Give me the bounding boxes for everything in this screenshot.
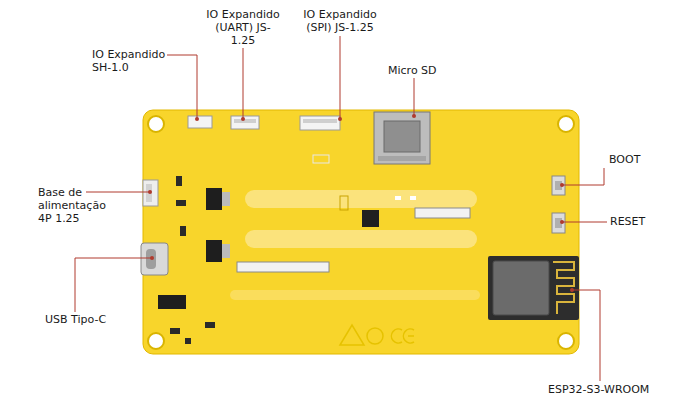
module-shield (493, 261, 549, 315)
sh-connector (188, 116, 212, 128)
leader-line (75, 258, 152, 312)
connector-label: Base de alimentação 4P 1.25 (38, 186, 108, 225)
boot-button (552, 176, 565, 195)
board-band (230, 290, 480, 300)
leader-line (562, 222, 607, 223)
regulator-tab (222, 244, 230, 258)
usb-c-port (141, 243, 168, 275)
leader-line (414, 78, 415, 116)
leader-dot (150, 256, 154, 260)
silkscreen-symbol (367, 328, 383, 344)
silkscreen-symbol (391, 329, 414, 343)
smd-part (185, 338, 191, 344)
connector-pins (234, 119, 256, 123)
leader-dot (241, 117, 245, 121)
board-band (245, 190, 477, 208)
smd-part (180, 226, 186, 236)
smd-part (410, 196, 416, 200)
reset-button (552, 213, 565, 233)
leader-lines (75, 36, 607, 381)
leader-dots (148, 114, 574, 292)
leader-line (243, 48, 244, 119)
connector-pins (146, 184, 152, 202)
fpc-connector (415, 208, 470, 218)
leader-line (86, 192, 150, 193)
pcb-board (143, 110, 579, 354)
mounting-hole (558, 333, 574, 349)
sd-slot-inner (384, 121, 420, 152)
uart-connector (231, 116, 259, 129)
leader-line (167, 55, 197, 119)
connector-label: IO Expandido (SPI) JS-1.25 (300, 8, 380, 34)
leader-line (562, 168, 604, 185)
fpc-connector (237, 262, 329, 272)
leader-dot (560, 220, 564, 224)
power-connector (143, 180, 158, 206)
regulator-tab (222, 192, 230, 206)
connector-pins (303, 119, 337, 123)
spi-connector (300, 116, 340, 130)
leader-dot (570, 288, 574, 292)
mounting-hole (148, 333, 164, 349)
smd-part (205, 322, 215, 328)
connector-label: IO Expandido SH-1.0 (92, 48, 168, 74)
smd-part (176, 176, 182, 186)
mounting-hole (148, 116, 164, 132)
board-band (245, 230, 477, 248)
button-label: RESET (610, 215, 670, 228)
silkscreen-symbol (340, 325, 364, 345)
regulator-chip (206, 188, 222, 210)
sd-slot-lip (378, 156, 426, 161)
smd-part (176, 200, 186, 206)
connector-label: IO Expandido (UART) JS-1.25 (205, 8, 281, 47)
leader-line (340, 36, 341, 119)
antenna-trace (553, 262, 574, 314)
esp32-module (488, 256, 579, 320)
sd-slot (374, 112, 430, 164)
mounting-hole (558, 116, 574, 132)
ic-chip (362, 210, 379, 227)
button-label: BOOT (609, 153, 659, 166)
smd-part (170, 328, 180, 334)
leader-line (572, 290, 600, 381)
slot-label: Micro SD (388, 64, 448, 77)
silkscreen-box (313, 155, 329, 163)
regulator-chip (206, 240, 222, 262)
leader-dot (412, 114, 416, 118)
leader-dot (338, 117, 342, 121)
silkscreen-box (340, 196, 348, 210)
port-label: USB Tipo-C (45, 313, 135, 326)
ic-chip (158, 295, 186, 309)
smd-part (395, 196, 401, 200)
leader-dot (148, 190, 152, 194)
leader-dot (560, 183, 564, 187)
leader-dot (195, 117, 199, 121)
usb-c-opening (146, 249, 156, 269)
module-label: ESP32-S3-WROOM (548, 383, 668, 396)
